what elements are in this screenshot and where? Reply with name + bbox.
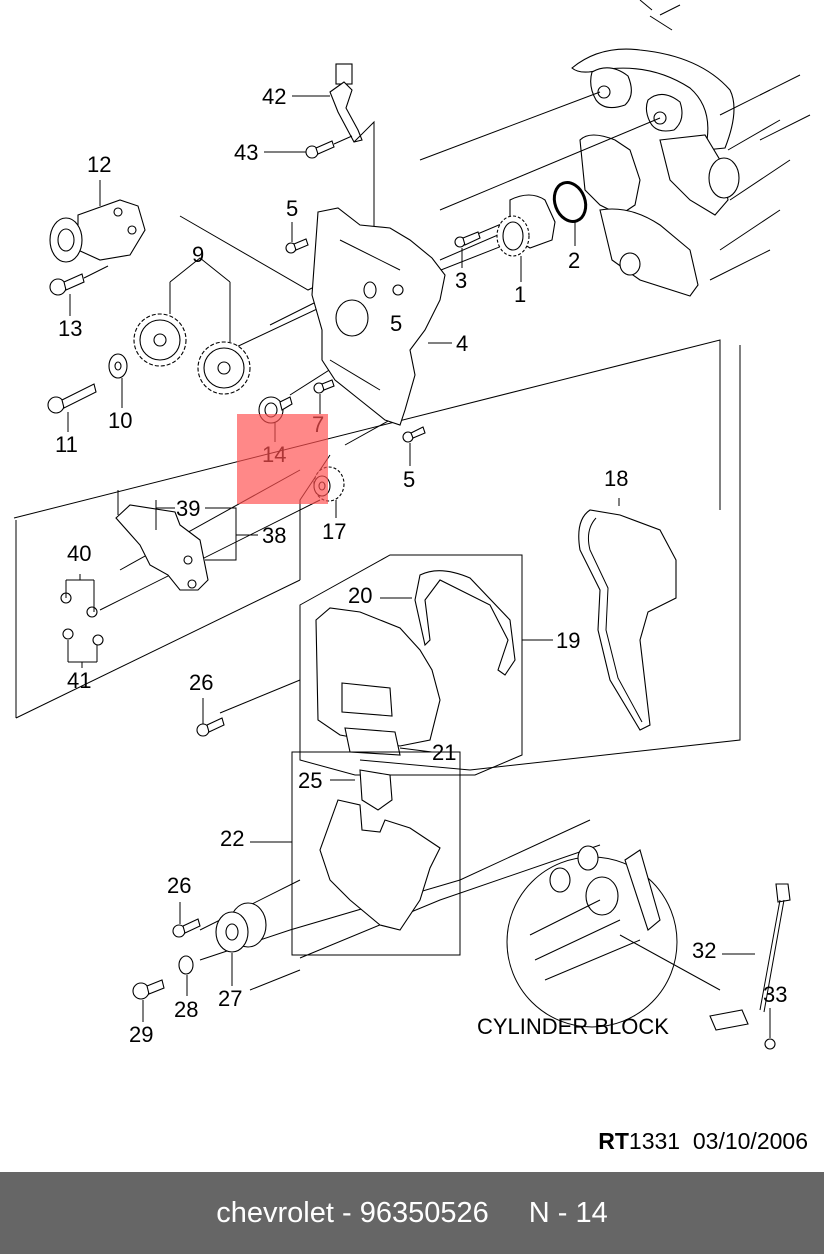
part-26-bolts xyxy=(172,717,225,938)
callout-3: 3 xyxy=(455,268,467,293)
callout-17: 17 xyxy=(322,519,346,544)
callout-42: 42 xyxy=(262,84,286,109)
part-2-o-ring xyxy=(552,181,588,223)
callout-5-mid: 5 xyxy=(390,311,402,336)
part-18-timing-belt xyxy=(578,498,677,731)
part-13-bolt xyxy=(49,265,109,296)
callout-20: 20 xyxy=(348,583,372,608)
callout-27: 27 xyxy=(218,986,242,1011)
callout-10: 10 xyxy=(108,408,132,433)
part-5-bolts xyxy=(285,238,426,443)
callout-28: 28 xyxy=(174,997,198,1022)
highlighted-part-marker xyxy=(237,414,328,504)
callout-21: 21 xyxy=(432,740,456,765)
callout-12: 12 xyxy=(87,152,111,177)
part-11-bolt xyxy=(47,383,97,414)
callout-38: 38 xyxy=(262,523,286,548)
callout-11: 11 xyxy=(55,432,78,457)
exploded-parts-diagram: 42 43 12 5 9 3 2 1 13 5 4 10 11 7 14 5 1… xyxy=(13,0,811,1050)
callout-22: 22 xyxy=(220,826,244,851)
callout-43: 43 xyxy=(234,140,258,165)
callout-19: 19 xyxy=(556,628,580,653)
part-40-41-bolts xyxy=(60,574,104,668)
callout-2: 2 xyxy=(568,248,580,273)
part-4-rear-cover xyxy=(311,207,446,426)
callout-1: 1 xyxy=(514,282,526,307)
engine-block-drawing xyxy=(571,0,811,297)
callout-26-top: 26 xyxy=(189,670,213,695)
part-29-bolt xyxy=(132,979,165,1000)
reference-code: RT1331 03/10/2006 xyxy=(598,1128,808,1155)
callout-32: 32 xyxy=(692,938,716,963)
part-33-bolt xyxy=(764,1008,776,1050)
callout-4: 4 xyxy=(456,331,468,356)
part-9-gears xyxy=(133,257,251,395)
cylinder-block-inset xyxy=(506,845,678,1028)
reference-number: 1331 xyxy=(628,1128,681,1154)
part-1-water-pump xyxy=(496,194,556,257)
part-12-tensioner xyxy=(49,199,146,263)
reference-prefix: RT xyxy=(598,1128,629,1154)
footer-brand-part-number: chevrolet - 96350526 xyxy=(216,1196,489,1229)
diagram-svg: 42 43 12 5 9 3 2 1 13 5 4 10 11 7 14 5 1… xyxy=(13,0,811,1050)
callout-33: 33 xyxy=(763,982,787,1007)
callout-5-top: 5 xyxy=(286,196,298,221)
callout-29: 29 xyxy=(129,1022,153,1047)
footer-position-code: N - 14 xyxy=(528,1196,608,1229)
callout-26-low: 26 xyxy=(167,873,191,898)
callout-5-low: 5 xyxy=(403,467,415,492)
cylinder-block-caption: CYLINDER BLOCK xyxy=(477,1014,669,1039)
part-38-bracket xyxy=(115,490,258,591)
callout-39: 39 xyxy=(176,496,200,521)
callout-41: 41 xyxy=(67,668,91,693)
callout-18: 18 xyxy=(604,466,628,491)
part-22-lower-cover xyxy=(250,751,461,956)
part-28-washer xyxy=(178,955,194,975)
callout-13: 13 xyxy=(58,316,82,341)
part-7-bolt xyxy=(313,379,335,394)
part-43-bolt xyxy=(305,135,353,159)
callout-25: 25 xyxy=(298,768,322,793)
part-3-bolt xyxy=(454,231,481,248)
part-19-front-cover-kit xyxy=(299,554,553,776)
part-10-washer xyxy=(108,353,128,379)
reference-date: 03/10/2006 xyxy=(692,1128,808,1154)
callout-9: 9 xyxy=(192,242,204,267)
part-42-sensor xyxy=(329,63,375,232)
callout-40: 40 xyxy=(67,541,91,566)
part-27-crank-pulley xyxy=(215,902,267,953)
footer-bar: chevrolet - 96350526 N - 14 xyxy=(0,1172,824,1254)
part-32-crank-sensor xyxy=(709,883,791,1031)
